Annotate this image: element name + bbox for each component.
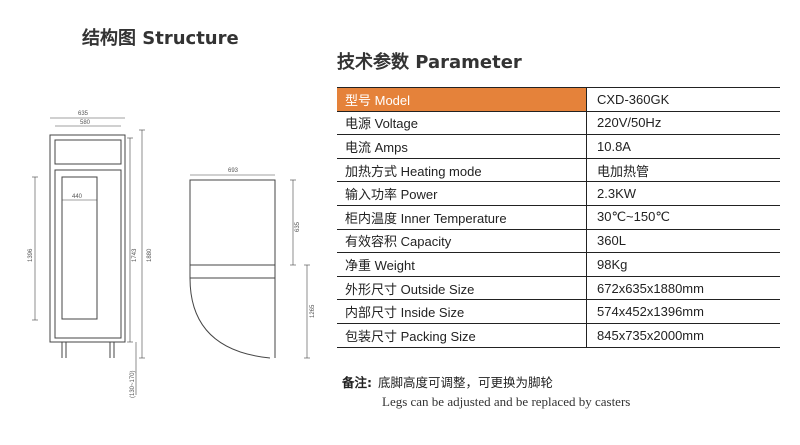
parameter-label: 内部尺寸 Inside Size — [337, 299, 587, 324]
note-english: Legs can be adjusted and be replaced by … — [382, 394, 631, 409]
dim-front-inner-width: 440 — [72, 194, 83, 200]
structure-heading: 结构图 Structure — [82, 28, 239, 49]
dim-front-inner-height: 1396 — [28, 248, 34, 262]
note-chinese: 备注: 底脚高度可调整，可更换为脚轮 — [342, 372, 553, 391]
parameter-value: 845x735x2000mm — [586, 323, 780, 348]
parameter-label: 外形尺寸 Outside Size — [337, 276, 587, 301]
parameter-value: CXD-360GK — [586, 87, 780, 112]
structure-drawing: 635 580 440 1743 1880 1396 (130~170) 693… — [28, 111, 316, 398]
parameter-value: 574x452x1396mm — [586, 299, 780, 324]
dim-front-width-inner: 580 — [80, 120, 91, 126]
parameter-value: 30℃~150℃ — [586, 205, 780, 230]
parameter-label: 电源 Voltage — [337, 111, 587, 136]
parameter-heading: 技术参数 Parameter — [337, 52, 522, 73]
note-text-cn: 底脚高度可调整，可更换为脚轮 — [378, 375, 554, 390]
parameter-label: 柜内温度 Inner Temperature — [337, 205, 587, 230]
parameter-label: 有效容积 Capacity — [337, 229, 587, 254]
dim-front-width-outer: 635 — [78, 111, 89, 117]
parameter-label: 包装尺寸 Packing Size — [337, 323, 587, 348]
parameter-value: 360L — [586, 229, 780, 254]
dim-front-height-overall: 1880 — [147, 248, 153, 262]
dim-side-lower-height: 1265 — [310, 304, 316, 318]
note-label: 备注: — [342, 375, 372, 390]
dim-side-depth: 693 — [228, 168, 239, 174]
parameter-value: 220V/50Hz — [586, 111, 780, 136]
side-view-drawing — [189, 174, 310, 359]
parameter-label: 净重 Weight — [337, 252, 587, 277]
parameter-label: 电流 Amps — [337, 134, 587, 159]
dim-side-upper-height: 635 — [295, 221, 301, 232]
parameter-value: 10.8A — [586, 134, 780, 159]
parameter-value: 2.3KW — [586, 181, 780, 206]
dim-front-feet-range: (130~170) — [130, 370, 136, 398]
dim-front-height-total: 1743 — [132, 248, 138, 262]
parameter-label: 输入功率 Power — [337, 181, 587, 206]
parameter-value: 98Kg — [586, 252, 780, 277]
parameter-label: 型号 Model — [337, 87, 587, 112]
parameter-value: 电加热管 — [586, 158, 780, 183]
parameter-label: 加热方式 Heating mode — [337, 158, 587, 183]
front-view-drawing — [32, 117, 145, 395]
parameter-value: 672x635x1880mm — [586, 276, 780, 301]
